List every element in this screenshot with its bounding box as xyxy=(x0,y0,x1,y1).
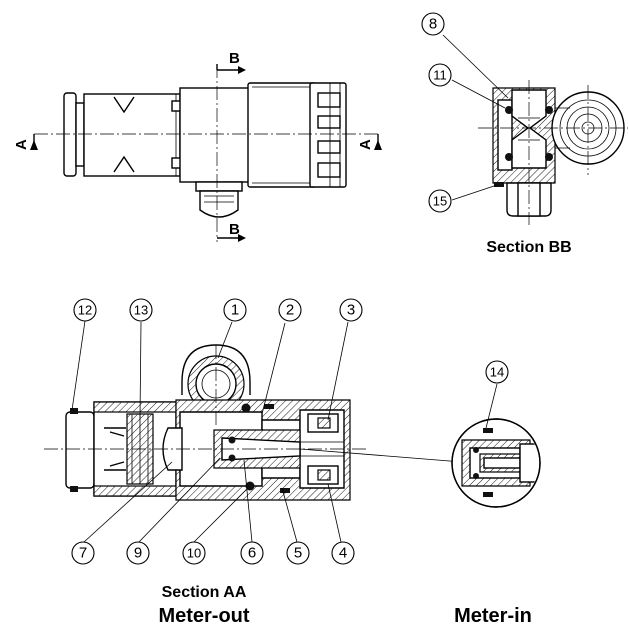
svg-text:9: 9 xyxy=(134,545,142,562)
svg-text:5: 5 xyxy=(294,545,302,562)
svg-text:12: 12 xyxy=(78,303,92,318)
section-bb-view xyxy=(442,34,628,225)
callout-13: 13 xyxy=(129,298,153,322)
svg-text:15: 15 xyxy=(433,194,447,209)
section-marker-b-top: B xyxy=(229,50,240,67)
detail-meter-in xyxy=(451,383,541,508)
svg-text:11: 11 xyxy=(433,68,447,83)
svg-text:6: 6 xyxy=(248,545,256,562)
caption-meter-out: Meter-out xyxy=(158,605,249,627)
svg-text:14: 14 xyxy=(490,365,504,380)
svg-text:1: 1 xyxy=(231,302,239,319)
caption-meter-in: Meter-in xyxy=(454,605,532,627)
callout-11: 11 xyxy=(428,63,452,87)
callout-15: 15 xyxy=(428,189,452,213)
svg-text:13: 13 xyxy=(134,303,148,318)
callout-6: 6 xyxy=(240,541,264,565)
section-marker-a-left: A xyxy=(13,139,30,150)
callout-7: 7 xyxy=(71,541,95,565)
callout-9: 9 xyxy=(126,541,150,565)
svg-text:7: 7 xyxy=(79,545,87,562)
callout-5: 5 xyxy=(286,541,310,565)
svg-text:2: 2 xyxy=(286,302,294,319)
callout-3: 3 xyxy=(339,298,363,322)
callout-1: 1 xyxy=(223,298,247,322)
top-view: B B A A xyxy=(13,50,382,242)
callout-4: 4 xyxy=(331,541,355,565)
callout-10: 10 xyxy=(182,541,206,565)
section-aa-view xyxy=(44,320,463,543)
section-marker-a-right: A xyxy=(357,139,374,150)
svg-text:10: 10 xyxy=(187,546,201,561)
callout-2: 2 xyxy=(278,298,302,322)
svg-text:8: 8 xyxy=(429,16,437,33)
callout-14: 14 xyxy=(485,360,509,384)
caption-section-aa: Section AA xyxy=(162,584,247,601)
section-marker-b-bottom: B xyxy=(229,221,240,238)
svg-text:4: 4 xyxy=(339,545,347,562)
caption-section-bb: Section BB xyxy=(486,239,571,256)
svg-text:3: 3 xyxy=(347,302,355,319)
callout-12: 12 xyxy=(73,298,97,322)
callout-8: 8 xyxy=(421,12,445,36)
